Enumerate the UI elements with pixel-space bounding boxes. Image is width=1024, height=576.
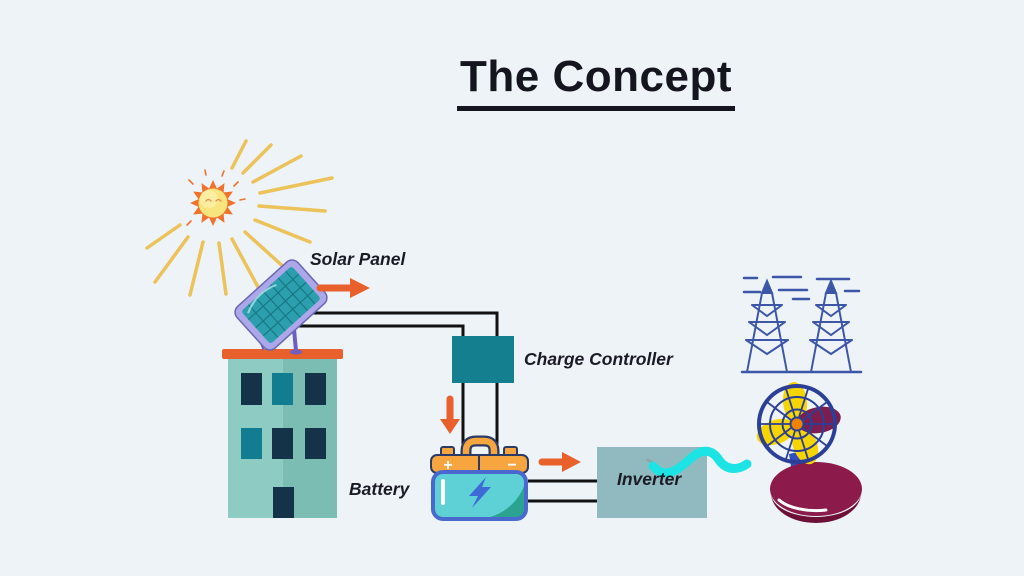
- battery-minus-sign: −: [507, 457, 516, 474]
- label-charge-controller: Charge Controller: [524, 349, 673, 369]
- sun-icon: [186, 169, 246, 226]
- label-solar-panel: Solar Panel: [310, 249, 406, 269]
- battery-icon: + −: [430, 435, 529, 521]
- building-door: [273, 487, 294, 518]
- fan-hub: [789, 416, 805, 432]
- ac-wire-squiggle-icon: [646, 446, 752, 478]
- wire-lines: [289, 311, 600, 503]
- label-inverter: Inverter: [617, 469, 682, 489]
- fan-cage: [757, 384, 837, 464]
- battery-plus-sign: +: [443, 457, 452, 474]
- solar-panel-icon: [234, 259, 328, 355]
- charge-controller-box: [452, 336, 514, 383]
- table-fan-icon: [756, 382, 862, 523]
- lightning-bolt-icon: [469, 477, 491, 508]
- arrow-right-icon: [316, 278, 370, 298]
- arrow-right-icon: [538, 452, 581, 472]
- sky-dashes: [742, 275, 861, 301]
- building-windows: [241, 373, 326, 459]
- label-battery: Battery: [349, 479, 410, 499]
- arrow-down-icon: [440, 395, 460, 434]
- building-icon: [222, 349, 343, 518]
- power-towers-icon: [740, 275, 863, 374]
- page-title: The Concept: [457, 52, 735, 111]
- sun-rays-icon: [145, 139, 334, 297]
